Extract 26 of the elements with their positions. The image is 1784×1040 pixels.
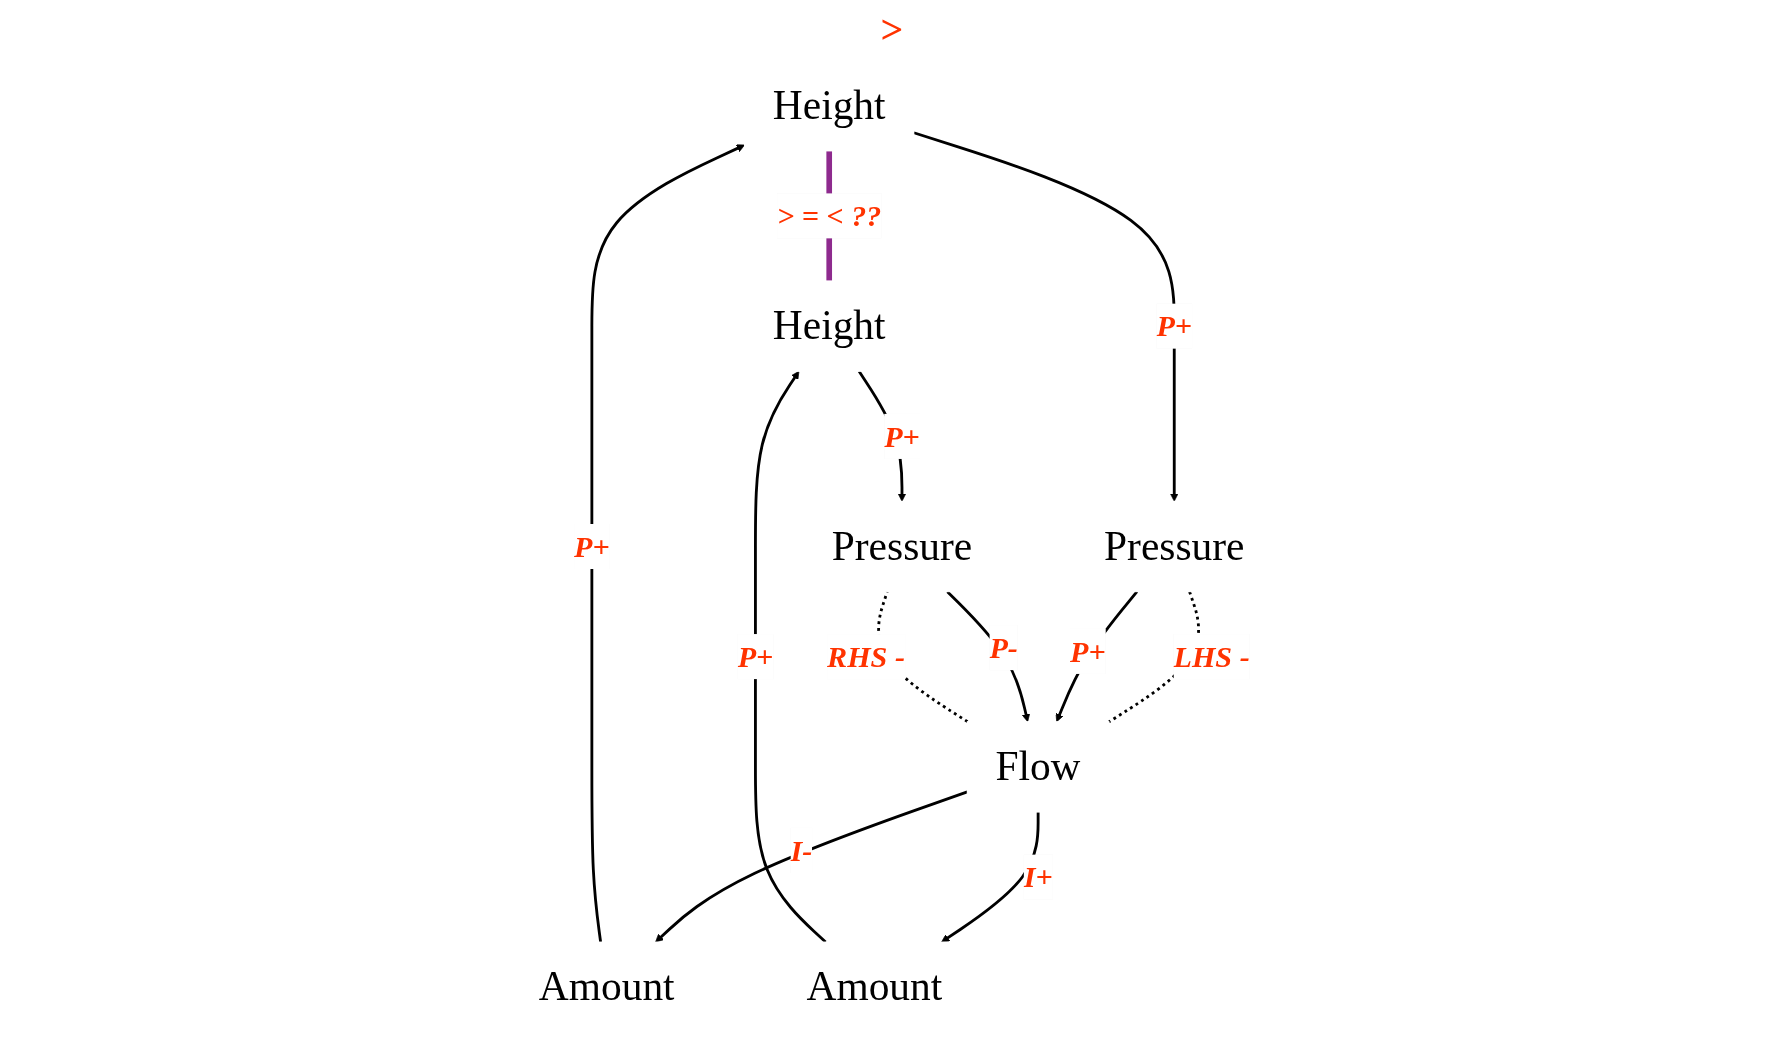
node-text: Amount [806,963,943,1010]
node-text: Flow [995,743,1082,790]
edge-label: I+ [1024,860,1053,895]
edge-label: RHS - [827,639,906,674]
arrow [754,370,827,944]
edge-label: > = < ?? [777,198,882,233]
node-text: Height [773,82,886,129]
arrow [946,590,1031,723]
node-text: Pressure [1104,522,1245,570]
edge-label: P+ [1156,309,1193,344]
arrow [913,131,1179,502]
edge-label: I- [790,833,813,868]
edge-label: P+ [574,529,611,564]
node-text: Pressure [832,522,973,570]
edge-label: P+ [738,639,774,674]
node-text: Amount [539,963,675,1010]
edge-label: P+ [884,419,921,454]
edge-label: P+ [1070,634,1106,669]
arrow [941,812,1040,943]
arrow [590,144,746,943]
edge-label: LHS - [1173,639,1251,674]
arrow [655,790,969,943]
edge-label: P- [989,630,1019,665]
node-text: Height [773,302,886,349]
arrow [1056,590,1139,723]
derivative-mark: > [880,7,904,52]
